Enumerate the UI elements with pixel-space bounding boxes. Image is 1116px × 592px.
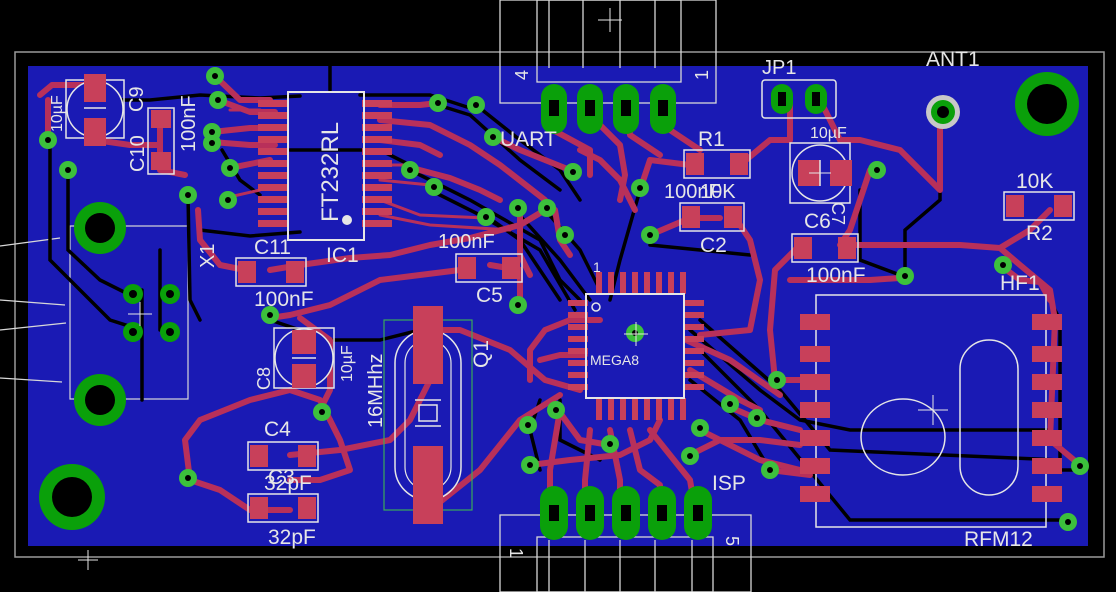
mounting-holes (39, 72, 1079, 530)
label-hf1: HF1 (1000, 272, 1040, 295)
label-c9-value: 10µF (49, 95, 66, 132)
usb-pads (123, 284, 180, 342)
label-c11-value: 100nF (254, 288, 314, 311)
mega8-pin1-marker (591, 302, 601, 312)
label-uart-pin1: 1 (692, 70, 712, 80)
label-r2-value: 10K (1016, 170, 1053, 193)
label-r2: R2 (1026, 222, 1053, 245)
label-uart-pin4: 4 (512, 70, 532, 80)
label-rfm12: RFM12 (964, 528, 1033, 551)
label-c2: C2 (700, 234, 727, 257)
label-c3: C3 (268, 466, 295, 489)
label-mega8: MEGA8 (590, 352, 639, 368)
label-jp1: JP1 (762, 57, 796, 79)
label-c5-value: 100nF (438, 231, 495, 253)
label-c10-value: 100nF (178, 95, 200, 152)
mega8-pads (568, 272, 704, 420)
label-c9: C9 (126, 86, 148, 112)
label-c6: C6 (804, 210, 831, 233)
label-isp-pin1: 1 (506, 548, 526, 558)
label-c4: C4 (264, 418, 291, 441)
isp-pads (540, 486, 712, 540)
label-c5: C5 (476, 284, 503, 307)
usb-connector-outline (0, 225, 189, 400)
label-c11: C11 (254, 236, 291, 259)
label-c7-value: 10µF (810, 125, 847, 142)
smd-components (147, 107, 1075, 523)
label-c3-value: 32pF (268, 526, 316, 549)
jumper-jp1 (761, 79, 837, 119)
uart-connector-outline (499, 0, 717, 104)
label-ic1-part: FT232RL (317, 122, 344, 222)
rfm12-module (800, 294, 1062, 528)
ft232-pads (258, 100, 392, 227)
label-c7: C7 (828, 202, 848, 225)
label-r1: R1 (698, 128, 725, 151)
label-c4-value: 32pF (264, 472, 312, 495)
label-c8-value: 10µF (339, 345, 356, 382)
via-holes (45, 73, 1083, 525)
label-r1-value: 10K (700, 181, 736, 203)
crystal-q1 (383, 306, 473, 524)
label-ant1: ANT1 (926, 48, 980, 71)
ft232-pin1-dot (342, 215, 352, 225)
label-c8: C8 (254, 367, 274, 390)
label-c6-value: 100nF (806, 264, 866, 287)
label-uart: UART (500, 128, 557, 151)
label-c2-value: 100nF (664, 181, 721, 203)
label-x1: X1 (197, 244, 219, 268)
label-c10: C10 (127, 135, 149, 172)
label-isp: ISP (712, 472, 746, 495)
label-isp-pin5: 5 (722, 536, 742, 546)
uart-pads (541, 84, 676, 134)
silk-labels: C9 10µF C10 100nF FT232RL IC1 UART 4 1 J… (49, 48, 1053, 558)
ft232-body (287, 91, 365, 241)
label-q1-value: 16MHhz (365, 354, 387, 428)
label-q1: Q1 (470, 340, 493, 368)
antenna-pad (926, 95, 960, 129)
mega8-body (585, 293, 685, 399)
board-outline (14, 51, 1105, 558)
origin-crosshairs (78, 8, 831, 570)
label-ic1: IC1 (326, 244, 359, 267)
label-mega8-pin1: 1 (593, 259, 601, 275)
